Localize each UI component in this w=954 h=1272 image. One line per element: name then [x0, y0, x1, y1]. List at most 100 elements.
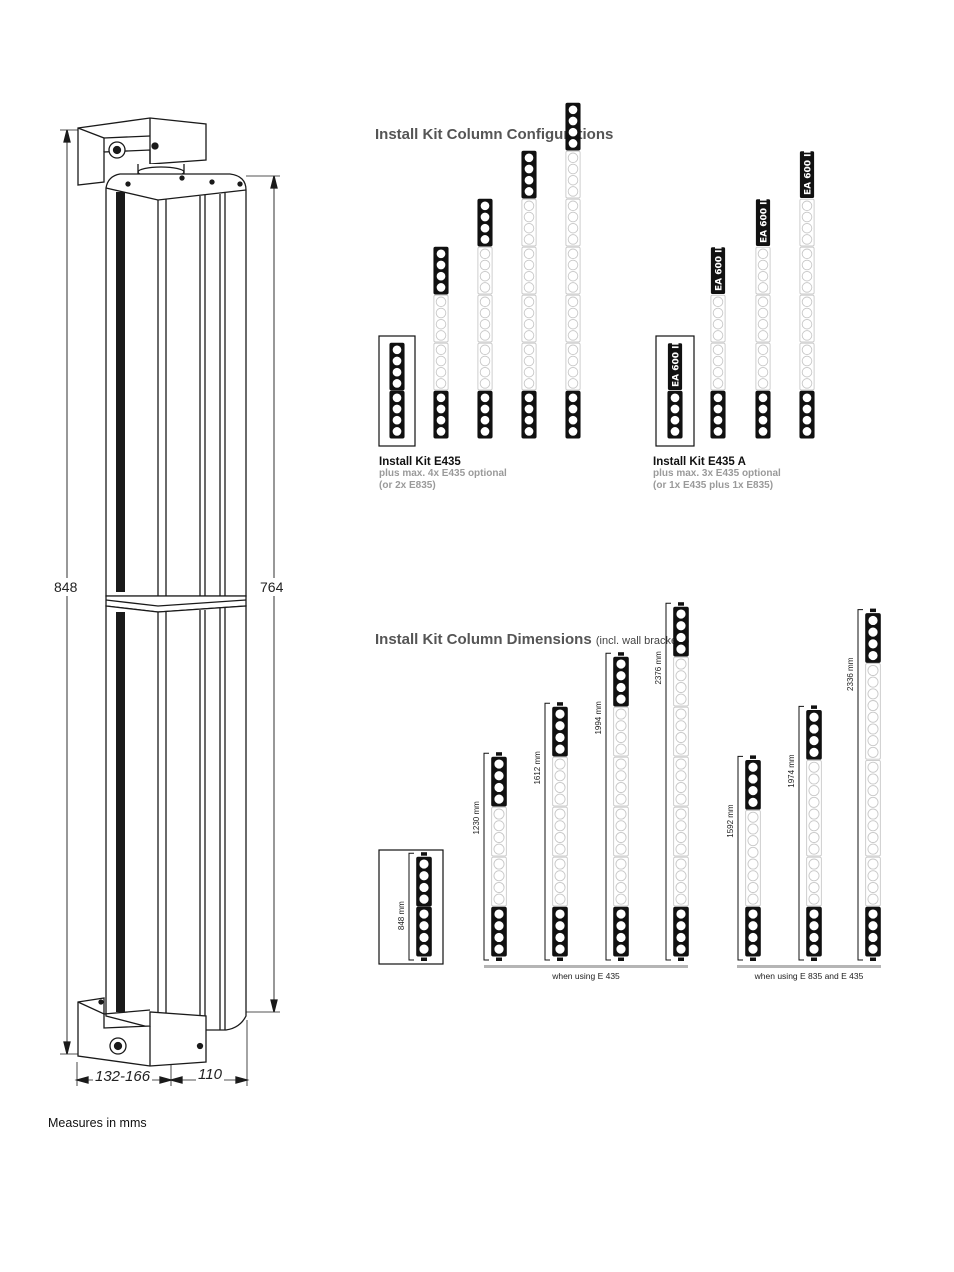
module-body: [477, 246, 493, 295]
driver-circle: [523, 200, 535, 212]
speaker-module-2: [477, 294, 493, 343]
column-2: [477, 198, 493, 439]
module-body: [673, 606, 689, 657]
driver-circle: [747, 761, 759, 773]
end-cap: [618, 957, 624, 961]
speaker-module-2: [521, 294, 537, 343]
driver-circle: [615, 831, 627, 843]
driver-circle: [418, 893, 430, 905]
driver-circle: [523, 270, 535, 282]
driver-circle: [435, 366, 447, 378]
speaker-module-1: [565, 342, 581, 391]
driver-circle: [479, 259, 491, 271]
driver-circle: [615, 881, 627, 893]
driver-circle: [493, 943, 505, 955]
driver-circle: [523, 403, 535, 415]
driver-circle: [567, 426, 579, 437]
module-body: [433, 342, 449, 391]
driver-circle: [567, 378, 579, 389]
driver-circle: [801, 307, 813, 319]
driver-circle: [867, 700, 879, 712]
driver-circle: [675, 893, 687, 905]
end-cap: [678, 602, 684, 606]
driver-circle: [675, 681, 687, 693]
module-body: [521, 150, 537, 199]
driver-circle: [523, 318, 535, 330]
driver-circle: [567, 211, 579, 223]
driver-circle: [479, 366, 491, 378]
driver-circle: [554, 758, 566, 770]
module-body: [673, 756, 689, 807]
speaker-module-0: [755, 390, 771, 439]
module-body: [755, 246, 771, 295]
speaker-module-0: [667, 390, 683, 439]
driver-circle: [808, 723, 820, 735]
driver-circle: [567, 126, 579, 138]
driver-circle: [418, 943, 430, 955]
driver-circle: [567, 248, 579, 260]
module-body: [865, 906, 881, 957]
driver-circle: [867, 893, 879, 905]
driver-circle: [615, 693, 627, 705]
driver-circle: [675, 793, 687, 805]
driver-circle: [801, 259, 813, 271]
kit-e435a-caption: Install Kit E435 A plus max. 3x E435 opt…: [653, 456, 781, 492]
speaker-module-1: [755, 342, 771, 391]
module-body: [433, 246, 449, 295]
driver-circle: [801, 318, 813, 330]
driver-circle: [867, 735, 879, 747]
driver-circle: [747, 908, 759, 920]
driver-circle: [567, 270, 579, 282]
column-0: EA 600 IL: [667, 339, 683, 439]
driver-circle: [867, 650, 879, 662]
module-body: [710, 342, 726, 391]
speaker-module-2: [491, 806, 507, 857]
driver-circle: [567, 163, 579, 175]
group1-caption: when using E 435: [551, 971, 620, 981]
driver-circle: [867, 858, 879, 870]
dimension-label: 1974 mm: [787, 754, 796, 788]
driver-circle: [479, 248, 491, 260]
driver-circle: [801, 248, 813, 260]
kit-e435-box: [378, 335, 416, 447]
module-body: [865, 663, 881, 760]
dimension-bracket: [544, 702, 550, 961]
driver-circle: [867, 785, 879, 797]
driver-circle: [757, 414, 769, 426]
driver-circle: [567, 403, 579, 415]
driver-circle: [669, 392, 681, 404]
driver-circle: [418, 908, 430, 920]
speaker-module-0: [745, 906, 761, 957]
driver-circle: [675, 608, 687, 620]
driver-circle: [808, 746, 820, 758]
module-body: [745, 809, 761, 907]
module-body: [673, 906, 689, 957]
driver-circle: [554, 731, 566, 743]
driver-circle: [567, 414, 579, 426]
driver-circle: [418, 931, 430, 943]
driver-circle: [554, 920, 566, 932]
speaker-module-4: [865, 613, 881, 663]
driver-circle: [479, 426, 491, 437]
driver-circle: [493, 931, 505, 943]
end-cap: [870, 957, 876, 961]
driver-circle: [757, 282, 769, 293]
driver-circle: [523, 378, 535, 389]
driver-circle: [712, 307, 724, 319]
driver-circle: [435, 344, 447, 356]
driver-circle: [867, 881, 879, 893]
speaker-module-1: [389, 342, 405, 391]
column-2: EA 600 IL: [755, 195, 771, 439]
driver-circle: [391, 366, 403, 378]
driver-circle: [523, 282, 535, 293]
driver-circle: [391, 344, 403, 356]
driver-circle: [554, 743, 566, 755]
driver-circle: [867, 746, 879, 758]
speaker-module-0: [613, 906, 629, 957]
driver-circle: [479, 378, 491, 389]
column-1: [433, 246, 449, 439]
driver-circle: [675, 831, 687, 843]
driver-circle: [801, 330, 813, 341]
driver-circle: [554, 808, 566, 820]
speaker-module-3: [613, 756, 629, 807]
